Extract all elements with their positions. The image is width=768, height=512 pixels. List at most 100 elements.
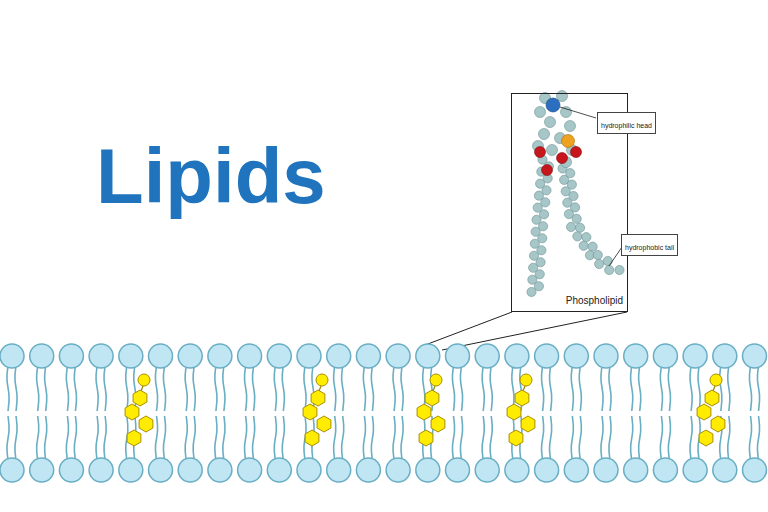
carbon-atom (539, 129, 550, 140)
lipid-head (119, 344, 143, 368)
lipid-tail (104, 416, 106, 460)
lipid-head (208, 458, 232, 482)
lipid-tail (334, 416, 336, 460)
lipid-tail (749, 366, 751, 411)
lipid-tail (74, 416, 76, 460)
lipid-tail (660, 416, 662, 460)
lipid-head (89, 344, 113, 368)
lipid-tail (223, 366, 225, 411)
lipid-tail (668, 416, 670, 460)
cholesterol-hydroxyl (520, 374, 532, 386)
lipid-tail (363, 366, 365, 411)
lipid-head (89, 458, 113, 482)
cholesterol-ring (305, 430, 319, 446)
lipid-head (267, 458, 291, 482)
zoom-line (442, 312, 627, 350)
lipid-tail (215, 416, 217, 460)
lipid-tail (490, 416, 492, 460)
cholesterol-hydroxyl (138, 374, 150, 386)
zoom-lines (420, 312, 627, 350)
carbon-atom (595, 259, 604, 268)
lipid-tail (482, 366, 484, 411)
lipid-head (238, 344, 262, 368)
lipid-tail (155, 416, 157, 460)
node-text: Phospholipid (566, 295, 623, 306)
lipid-head (416, 458, 440, 482)
cholesterol-ring (419, 430, 433, 446)
cholesterol-ring (417, 404, 431, 420)
lipid-tail (631, 366, 633, 411)
lipid-tail (245, 416, 247, 460)
lipid-head (624, 344, 648, 368)
lipid-head (683, 344, 707, 368)
carbon-atom (605, 265, 614, 274)
cholesterol-ring (139, 416, 153, 432)
lipid-tail (720, 366, 722, 411)
lipid-tail (631, 416, 633, 460)
lipid-tail (312, 366, 314, 411)
lipid-tail (363, 416, 365, 460)
lipid-tail (550, 416, 552, 460)
leader-line (560, 107, 596, 118)
lipid-tail (96, 366, 98, 411)
cholesterol (303, 374, 331, 446)
lipid-tail (668, 366, 670, 411)
lipid-head (386, 344, 410, 368)
cholesterol-ring (317, 416, 331, 432)
lipid-tail (460, 366, 462, 411)
cholesterol-ring (127, 430, 141, 446)
carbon-atom (575, 223, 584, 232)
lipid-tail (490, 366, 492, 411)
lipid-head (713, 344, 737, 368)
lipid-tail (304, 366, 306, 411)
cholesterol-ring (125, 404, 139, 420)
lipid-tail (660, 366, 662, 411)
carbon-atom (561, 107, 572, 118)
cholesterol (697, 374, 725, 446)
lipid-head (594, 458, 618, 482)
lipid-head (0, 344, 24, 368)
lipid-tail (571, 366, 573, 411)
lipid-head (356, 344, 380, 368)
lipid-tail (253, 366, 255, 411)
lipid-tail (601, 366, 603, 411)
lipid-head (327, 344, 351, 368)
lipid-tail (639, 366, 641, 411)
cholesterol (125, 374, 153, 446)
lipid-tail (452, 366, 454, 411)
lipid-tail (96, 416, 98, 460)
carbon-atom (545, 117, 556, 128)
phosphorus-atom (562, 135, 575, 148)
carbon-atom (566, 222, 575, 231)
lipid-head (149, 458, 173, 482)
carbon-atom (579, 241, 588, 250)
lipid-tail (37, 416, 39, 460)
lipid-tail (185, 416, 187, 460)
oxygen-atom (535, 147, 546, 158)
lipid-head (178, 344, 202, 368)
cholesterol-hydroxyl (710, 374, 722, 386)
lipid-head (505, 458, 529, 482)
lipid-tail (15, 416, 17, 460)
carbon-atom (547, 145, 558, 156)
lipid-tail (542, 416, 544, 460)
lipid-tail (193, 416, 195, 460)
lipid-head (535, 458, 559, 482)
carbon-atom (593, 250, 602, 259)
carbon-atom (603, 256, 612, 265)
lipid-head (356, 458, 380, 482)
cholesterol-group (125, 374, 725, 446)
lipid-tail (193, 366, 195, 411)
lipid-tail (342, 366, 344, 411)
cholesterol-ring (303, 404, 317, 420)
carbon-atom (573, 232, 582, 241)
lipid-tail (223, 416, 225, 460)
lipid-head (713, 458, 737, 482)
cholesterol (417, 374, 445, 446)
title: Lipids (96, 137, 326, 215)
lipid-tail (609, 416, 611, 460)
lipid-head (386, 458, 410, 482)
lipid-tail (274, 366, 276, 411)
